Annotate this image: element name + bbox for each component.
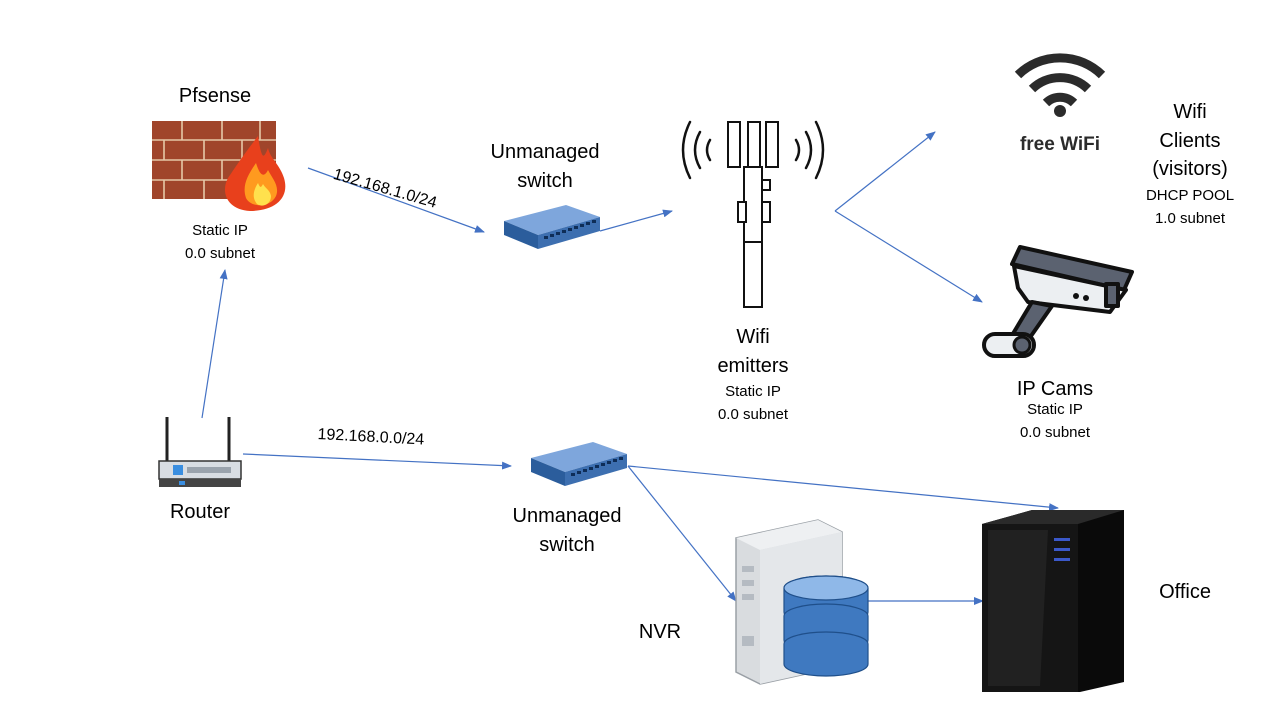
wifi-emitters-subnet: 0.0 subnet [717, 406, 789, 423]
wifi-signal-icon [1014, 53, 1106, 117]
free-wifi-badge: free WiFi [1019, 134, 1101, 155]
pfsense-title: Pfsense [178, 85, 252, 107]
arrow-switch-to-office [627, 465, 1059, 512]
network-switch-icon [531, 442, 627, 486]
pfsense-static-ip: Static IP [192, 222, 248, 239]
switch-bottom-label-2: switch [539, 534, 595, 556]
router-icon [158, 417, 242, 487]
ip-cams-subnet: 0.0 subnet [1019, 424, 1091, 441]
security-camera-icon [982, 245, 1134, 358]
switch-top-label-2: switch [517, 170, 573, 192]
wifi-clients-label-2: Clients [1159, 130, 1221, 152]
arrow-wifi-to-clients [834, 131, 936, 212]
wifi-emitters-static-ip: Static IP [725, 383, 781, 400]
office-title: Office [1159, 581, 1211, 603]
arrow-router-to-switch [242, 453, 512, 470]
arrow-switch-to-nvr [627, 465, 737, 602]
wifi-clients-subnet: 1.0 subnet [1154, 210, 1226, 227]
router-title: Router [169, 501, 231, 523]
arrow-router-to-pfsense [201, 269, 228, 419]
network-switch-icon [504, 205, 600, 249]
nvr-title: NVR [638, 621, 682, 643]
cell-tower-icon [681, 120, 825, 308]
arrow-wifi-to-cams [834, 210, 983, 303]
arrow-pfsense-to-switch [307, 167, 485, 233]
nvr-server-icon [735, 519, 869, 685]
wifi-clients-label-1: Wifi [1173, 101, 1207, 123]
firewall-icon [152, 121, 286, 211]
switch-bottom-label-1: Unmanaged [512, 505, 622, 527]
pfsense-subnet: 0.0 subnet [184, 245, 256, 262]
wifi-emitters-label-2: emitters [717, 355, 789, 377]
ip-cams-title: IP Cams [1016, 378, 1094, 400]
switch-top-label-1: Unmanaged [490, 141, 600, 163]
desktop-pc-icon [982, 510, 1124, 692]
ip-cams-static-ip: Static IP [1027, 401, 1083, 418]
wifi-clients-label-3: (visitors) [1152, 158, 1228, 180]
arrow-switch-to-wifi [599, 209, 673, 232]
wifi-emitters-label-1: Wifi [736, 326, 770, 348]
wifi-clients-dhcp: DHCP POOL [1145, 187, 1235, 204]
